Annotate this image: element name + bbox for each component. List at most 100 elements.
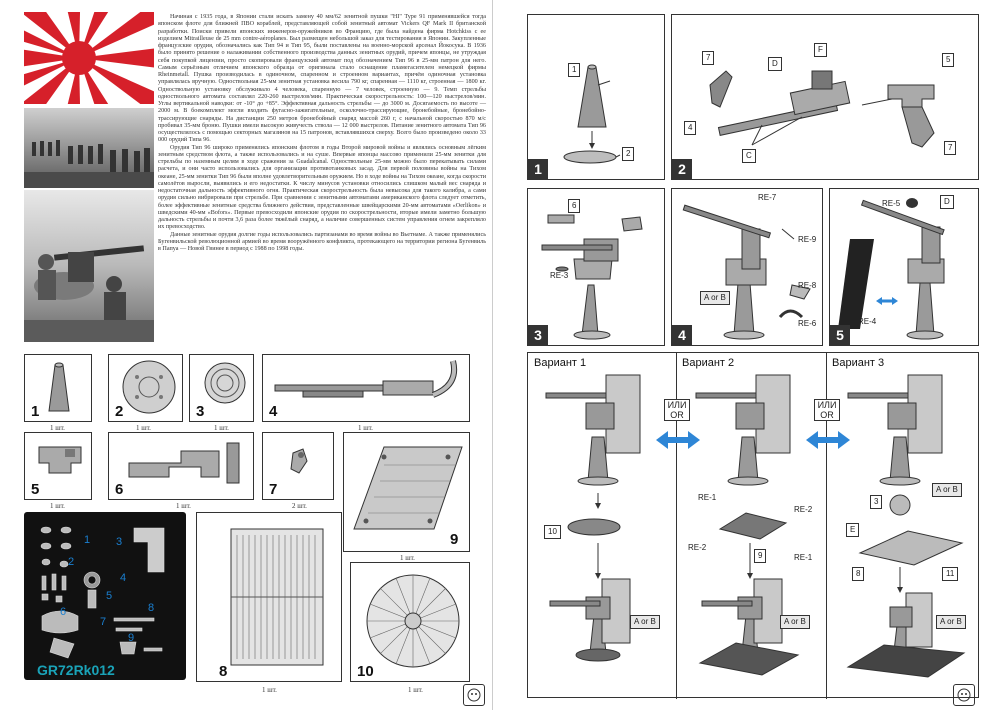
- or-label-1: ИЛИ OR: [664, 399, 690, 421]
- step-5-drawing: [838, 198, 945, 340]
- part-3-ring-drawing: [204, 362, 246, 404]
- part-card-7: 7: [262, 432, 334, 500]
- left-page: Начиная с 1935 года, в Японии стали иска…: [0, 0, 493, 710]
- publisher-logo: [463, 684, 485, 706]
- part-3-qty: 1 шт.: [214, 424, 229, 432]
- part-7-crank-drawing: [290, 448, 308, 474]
- part-5-qty: 1 шт.: [50, 502, 65, 510]
- step-4-re9: RE-9: [798, 235, 817, 244]
- part-card-2: 2: [108, 354, 183, 422]
- part-1-qty: 1 шт.: [50, 424, 65, 432]
- step-2-part-7b: 7: [944, 141, 957, 155]
- variant-2-re1b: RE-1: [794, 553, 813, 562]
- variant-1-part-10: 10: [544, 525, 561, 539]
- or-label-2-ru: ИЛИ: [817, 400, 837, 410]
- article-paragraph-2: Орудия Тип 96 широко применялись японски…: [158, 144, 486, 231]
- step-5-panel: RE-5 D RE-4 5: [829, 188, 979, 346]
- part-9-qty: 1 шт.: [400, 554, 415, 562]
- part-card-10: 10: [350, 562, 470, 682]
- mascot-icon: [467, 688, 481, 702]
- step-3-panel: 6 RE-3 3: [527, 188, 665, 346]
- step-5-part-D: D: [940, 195, 954, 209]
- mascot-icon: [957, 688, 971, 702]
- part-2-qty: 1 шт.: [136, 424, 151, 432]
- step-5-re5: RE-5: [882, 199, 901, 208]
- or-label-2-en: OR: [820, 410, 834, 420]
- part-8-deck-drawing: [230, 528, 324, 666]
- part-1-number: 1: [31, 403, 40, 420]
- fret-label-9: 9: [128, 632, 135, 644]
- part-card-6: 6: [108, 432, 254, 500]
- part-5-bracket-drawing: [38, 446, 82, 474]
- step-4-panel: RE-7 RE-9 A or B RE-8 RE-6 4: [671, 188, 823, 346]
- photo-etch-fret: 1 3 4 2 5 6 7 8 9: [24, 512, 186, 680]
- part-10-number: 10: [357, 663, 374, 680]
- fret-label-1: 1: [84, 534, 91, 546]
- gun-crew-photo: [24, 190, 154, 342]
- step-3-part-6: 6: [568, 199, 581, 213]
- step-4-number: 4: [672, 325, 692, 345]
- step-4-re8: RE-8: [798, 281, 817, 290]
- step-2-part-4: 4: [684, 121, 697, 135]
- part-card-1: 1: [24, 354, 92, 422]
- step-2-part-5: 5: [942, 53, 955, 67]
- soldiers-photo: [24, 108, 154, 188]
- step-4-re6: RE-6: [798, 319, 817, 328]
- part-2-disc-drawing: [122, 360, 176, 414]
- step-3-number: 3: [528, 325, 548, 345]
- step-3-drawing: [541, 214, 643, 340]
- part-5-number: 5: [31, 481, 40, 498]
- variant-divider-2: [826, 353, 828, 699]
- step-4-re7: RE-7: [758, 193, 777, 202]
- variant-2-title: Вариант 2: [682, 357, 735, 369]
- publisher-logo-right: [953, 684, 975, 706]
- variant-2-a-or-b: A or B: [780, 615, 810, 629]
- part-4-barrel-drawing: [274, 360, 457, 398]
- or-label-2: ИЛИ OR: [814, 399, 840, 421]
- part-10-qty: 1 шт.: [408, 686, 423, 694]
- variant-1-title: Вариант 1: [534, 357, 587, 369]
- part-card-9: 9: [343, 432, 470, 552]
- fret-label-3: 3: [116, 536, 123, 548]
- step-4-a-or-b: A or B: [700, 291, 730, 305]
- fret-label-4: 4: [120, 572, 127, 584]
- part-3-number: 3: [196, 403, 205, 420]
- step-2-part-F: F: [814, 43, 827, 57]
- variant-3-part-11: 11: [942, 567, 959, 581]
- variant-2-re1a: RE-1: [698, 493, 717, 502]
- step-2-part-7a: 7: [702, 51, 715, 65]
- part-card-3: 3: [189, 354, 254, 422]
- part-6-mount-drawing: [128, 442, 240, 484]
- step-2-panel: 7 D F 5 4 C 7 2: [671, 14, 979, 180]
- variant-divider-1: [676, 353, 678, 699]
- right-page: 1 2 1 7 D F 5 4 C 7 2: [505, 0, 1000, 710]
- variant-3-a-or-b-bottom: A or B: [936, 615, 966, 629]
- part-card-4: 4: [262, 354, 470, 422]
- variant-2-part-9: 9: [754, 549, 767, 563]
- fret-parts-drawing: [40, 526, 165, 659]
- step-5-re4: RE-4: [858, 317, 877, 326]
- fret-label-2: 2: [68, 556, 75, 568]
- step-1-part-1: 1: [568, 63, 581, 77]
- variant-3-a-or-b-top: A or B: [932, 483, 962, 497]
- variant-3-part-E: E: [846, 523, 860, 537]
- step-3-re3: RE-3: [550, 271, 569, 280]
- or-label-1-en: OR: [670, 410, 684, 420]
- part-4-qty: 1 шт.: [358, 424, 373, 432]
- variants-frame: Вариант 1 Вариант 2 Вариант 3: [527, 352, 979, 699]
- variant-2-re2a: RE-2: [794, 505, 813, 514]
- variant-1-a-or-b: A or B: [630, 615, 660, 629]
- history-article: Начиная с 1935 года, в Японии стали иска…: [158, 14, 486, 253]
- part-8-number: 8: [219, 663, 228, 680]
- step-1-panel: 1 2 1: [527, 14, 665, 180]
- article-paragraph-3: Данные зенитные орудия долгие годы испол…: [158, 231, 486, 253]
- kit-code: GR72Rk012: [37, 662, 115, 678]
- fret-label-6: 6: [60, 606, 67, 618]
- variant-3-part-8: 8: [852, 567, 865, 581]
- fret-label-8: 8: [148, 602, 155, 614]
- part-6-number: 6: [115, 481, 124, 498]
- or-label-1-ru: ИЛИ: [667, 400, 687, 410]
- step-4-drawing: [682, 204, 811, 340]
- part-card-5: 5: [24, 432, 92, 500]
- step-2-part-C: C: [742, 149, 756, 163]
